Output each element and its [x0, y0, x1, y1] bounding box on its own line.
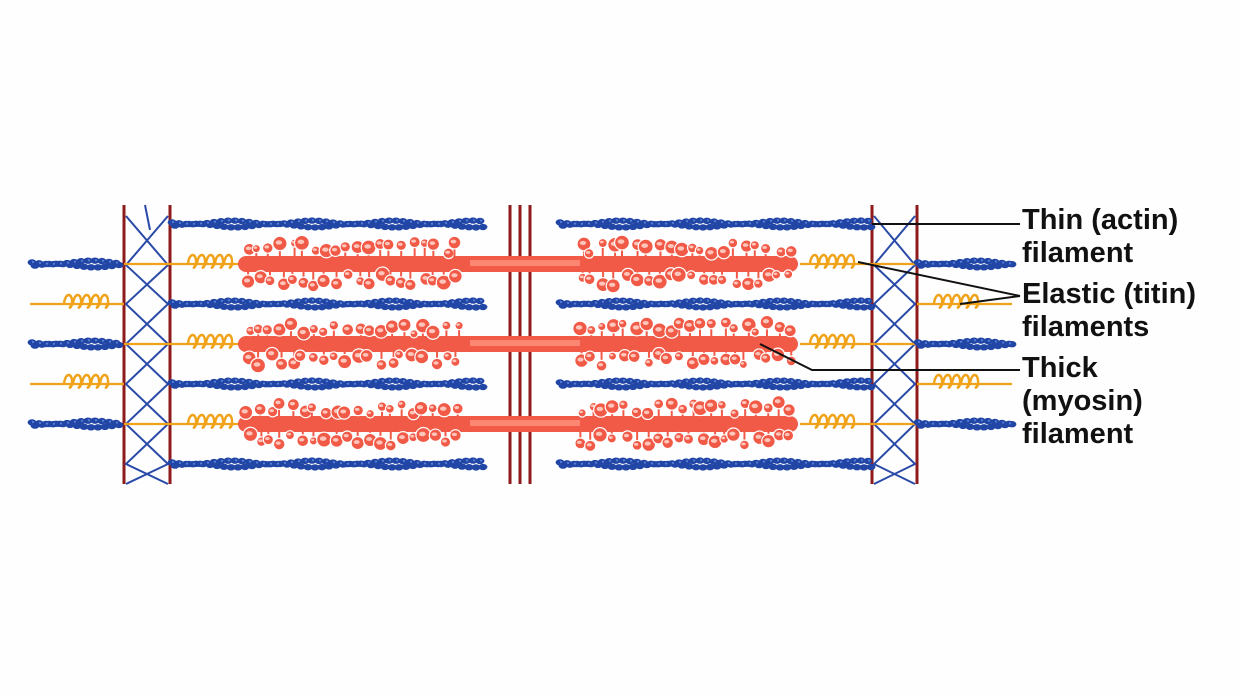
actin-filament — [556, 217, 876, 230]
titin-filament — [30, 295, 124, 308]
actin-filament — [28, 417, 124, 430]
myosin-filament — [238, 396, 798, 452]
titin-filament — [30, 375, 124, 388]
myosin-filament — [238, 235, 798, 293]
actin-filament — [914, 257, 1017, 270]
label-elastic-line-1: Elastic (titin) — [1022, 278, 1196, 311]
z-disc-crosslink — [145, 205, 150, 230]
actin-filament — [168, 217, 488, 230]
label-thick-line-2: (myosin) — [1022, 385, 1143, 418]
actin-filament — [168, 457, 488, 470]
actin-filament — [168, 377, 488, 390]
actin-filament — [914, 337, 1017, 350]
label-elastic-filaments: Elastic (titin) filaments — [1022, 278, 1196, 344]
label-thin-line-1: Thin (actin) — [1022, 204, 1178, 237]
actin-filament — [914, 417, 1017, 430]
label-thick-line-3: filament — [1022, 418, 1143, 451]
titin-filament — [917, 375, 1012, 388]
label-thick-line-1: Thick — [1022, 352, 1143, 385]
titin-filament — [124, 415, 240, 428]
label-thick-filament: Thick (myosin) filament — [1022, 352, 1143, 451]
titin-filament — [800, 335, 917, 348]
actin-filament — [556, 377, 876, 390]
myosin-filament — [238, 315, 798, 372]
titin-filament — [917, 295, 1012, 308]
titin-filament — [124, 335, 240, 348]
label-thin-line-2: filament — [1022, 237, 1178, 270]
myosin-filaments — [238, 235, 798, 451]
actin-filament — [556, 297, 876, 310]
actin-filament — [28, 257, 124, 270]
actin-filament — [556, 457, 876, 470]
titin-filament — [800, 415, 917, 428]
label-thin-filament: Thin (actin) filament — [1022, 204, 1178, 270]
label-elastic-line-2: filaments — [1022, 311, 1196, 344]
actin-filament — [168, 297, 488, 310]
actin-filament — [28, 337, 124, 350]
titin-filament — [124, 255, 240, 268]
